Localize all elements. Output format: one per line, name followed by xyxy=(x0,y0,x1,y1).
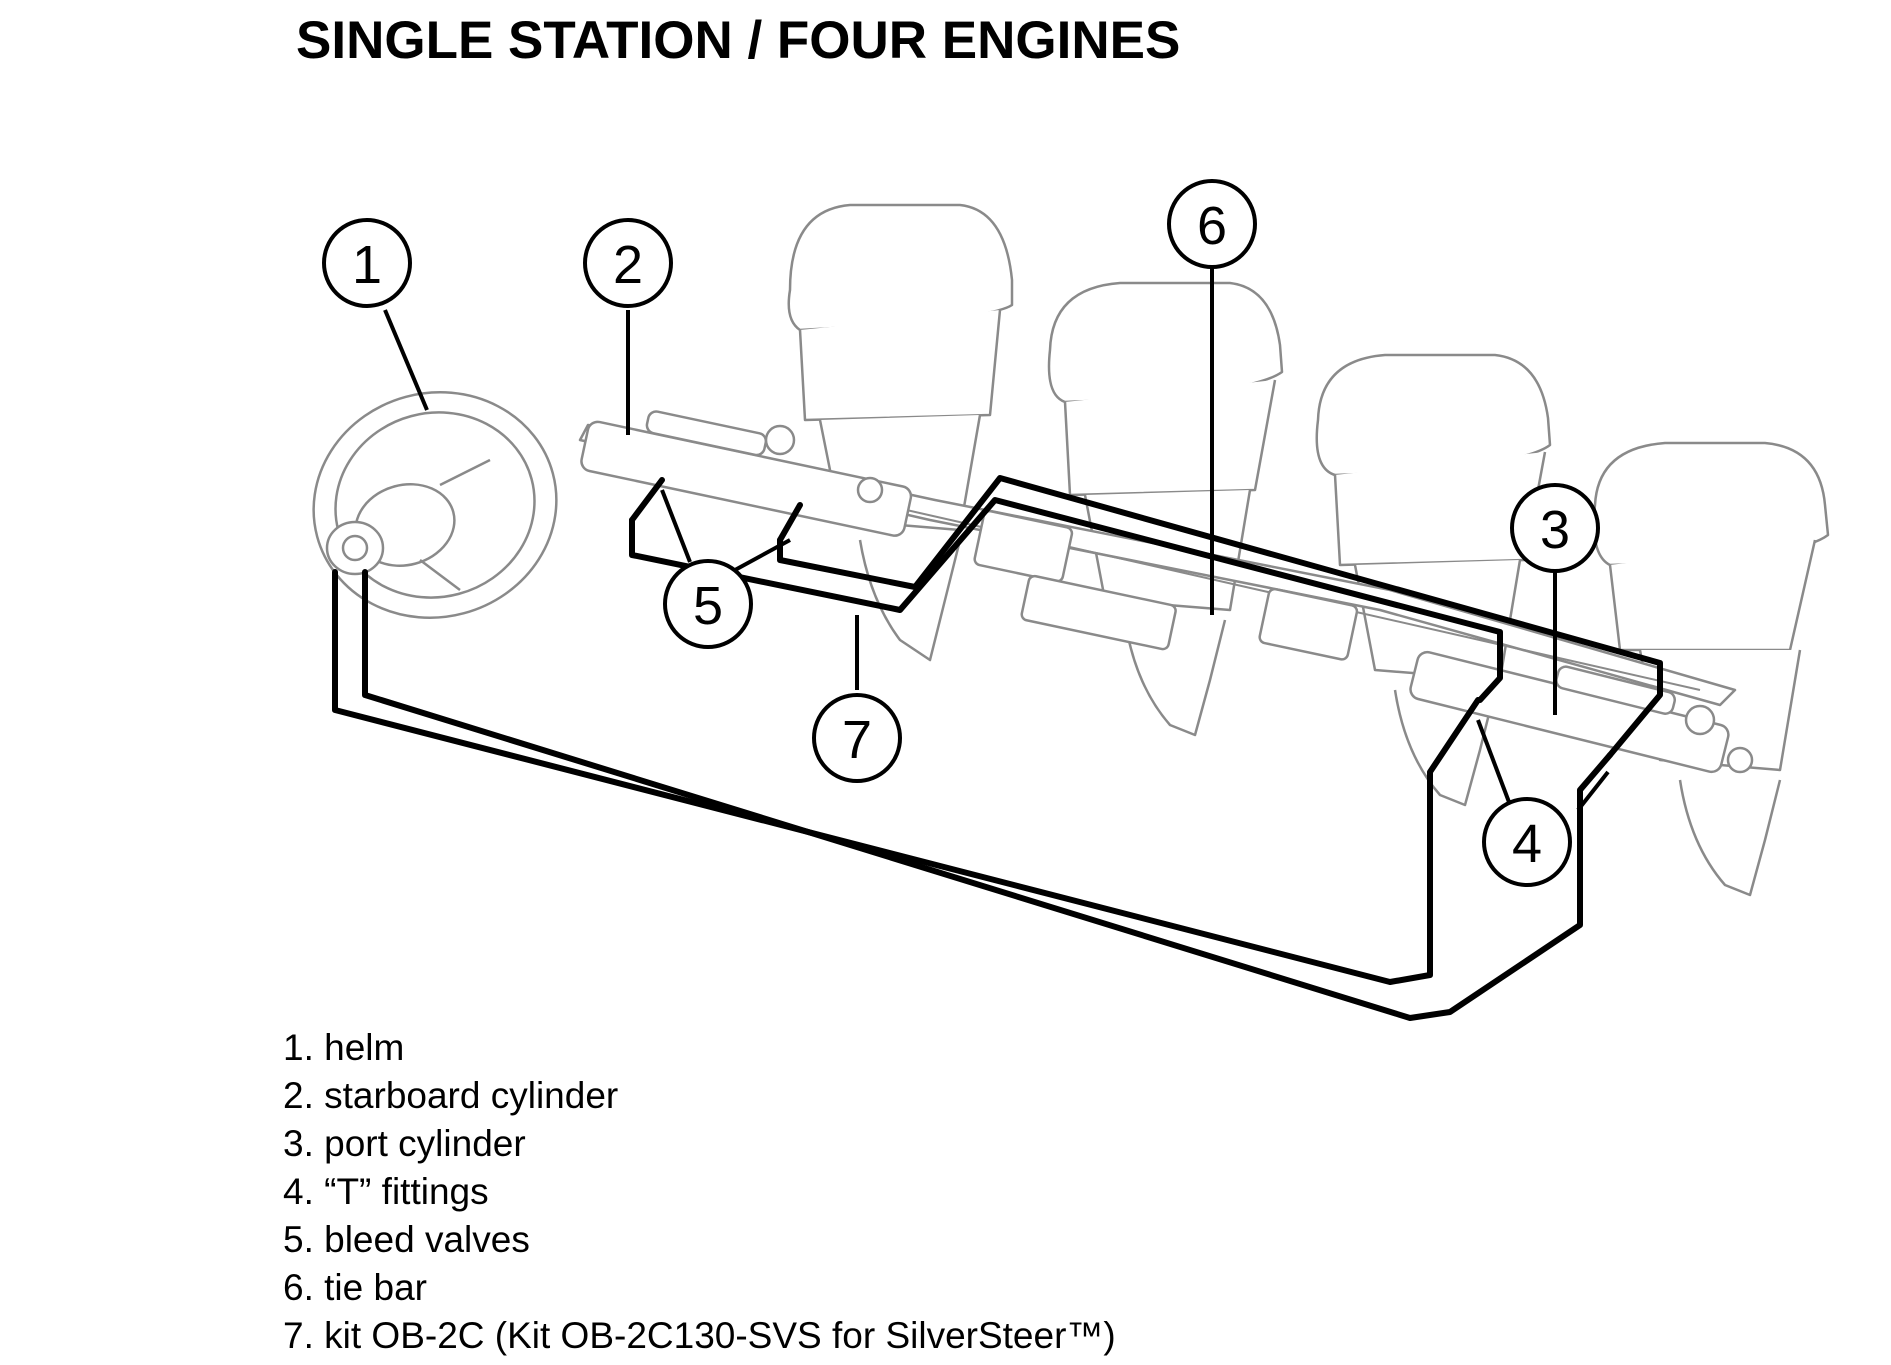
leader-4b xyxy=(1576,770,1610,812)
leader-1 xyxy=(383,309,429,411)
callout-5-circle xyxy=(663,559,753,649)
callout-6-circle xyxy=(1167,179,1257,269)
callout-1-circle xyxy=(322,218,412,308)
leader-5a xyxy=(660,489,692,563)
callout-6: 6 xyxy=(1197,196,1227,256)
hose-helm-b xyxy=(362,569,1613,1021)
legend-item-starboard-cylinder: 2. starboard cylinder xyxy=(283,1075,619,1116)
engine-4 xyxy=(1592,441,1830,897)
hose-crossover-a xyxy=(629,497,1503,703)
cylinder-rail xyxy=(578,410,1754,774)
hose-crossover-b xyxy=(777,475,1663,758)
callout-5: 5 xyxy=(693,576,723,636)
engine-2 xyxy=(1047,281,1284,737)
leader-4a xyxy=(1476,719,1514,811)
callout-2-circle xyxy=(583,218,673,308)
legend-item-port-cylinder: 3. port cylinder xyxy=(283,1123,526,1164)
legend-item-kit: 7. kit OB-2C (Kit OB-2C130-SVS for Silve… xyxy=(283,1315,1116,1356)
legend-item-t-fittings: 4. “T” fittings xyxy=(283,1171,489,1212)
parts-legend: 1. helm 2. starboard cylinder 3. port cy… xyxy=(283,1024,1116,1360)
leader-5b xyxy=(734,538,791,572)
callout-3: 3 xyxy=(1540,500,1570,560)
callout-1: 1 xyxy=(352,235,382,295)
callout-circles xyxy=(322,179,1600,887)
legend-item-tie-bar: 6. tie bar xyxy=(283,1267,427,1308)
callout-4: 4 xyxy=(1512,814,1542,874)
engine-3 xyxy=(1315,353,1552,807)
callout-7: 7 xyxy=(842,710,872,770)
legend-item-bleed-valves: 5. bleed valves xyxy=(283,1219,530,1260)
legend-item-helm: 1. helm xyxy=(283,1027,405,1068)
callout-4-circle xyxy=(1482,797,1572,887)
hydraulic-hoses xyxy=(332,475,1663,1021)
callout-3-circle xyxy=(1510,483,1600,573)
hose-helm-a xyxy=(332,569,1481,985)
callout-2: 2 xyxy=(613,235,643,295)
callout-7-circle xyxy=(812,693,902,783)
helm-drawing xyxy=(312,391,558,619)
callout-numbers: 1 2 3 4 5 6 7 xyxy=(352,196,1570,874)
leader-lines xyxy=(383,266,1610,812)
diagram-title: SINGLE STATION / FOUR ENGINES xyxy=(296,11,1181,70)
